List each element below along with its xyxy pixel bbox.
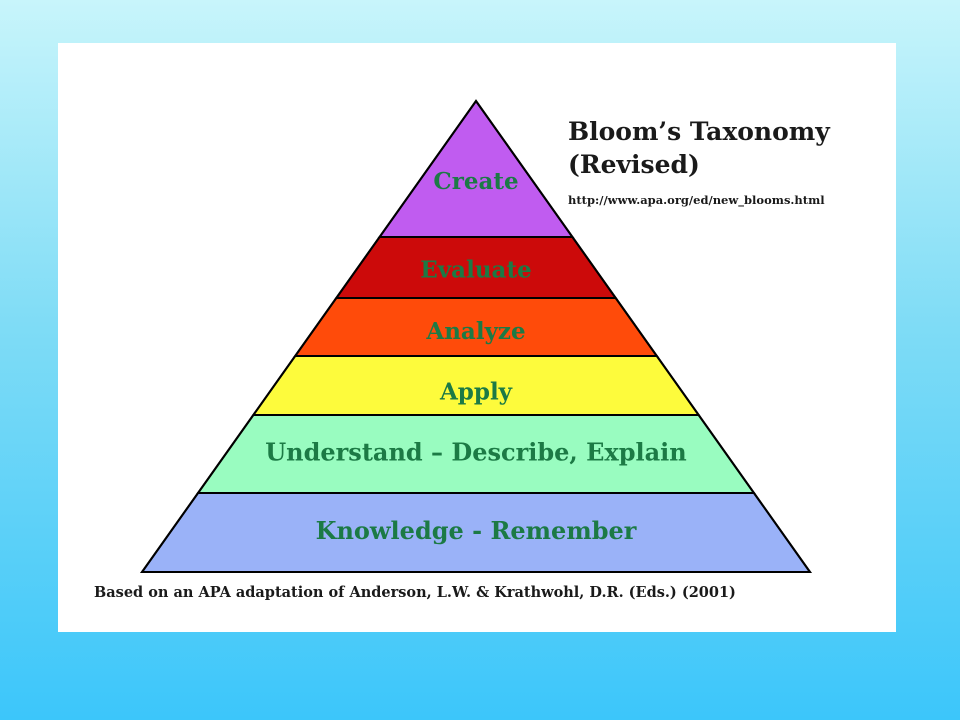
pyramid-outline (140, 99, 812, 573)
layer-label-understand: Understand – Describe, Explain (265, 438, 687, 467)
title-block: Bloom’s Taxonomy (Revised) http://www.ap… (568, 115, 888, 207)
layer-label-apply: Apply (439, 379, 513, 406)
layer-label-create: Create (433, 168, 518, 195)
layer-label-analyze: Analyze (425, 318, 525, 345)
layer-label-evaluate: Evaluate (420, 257, 531, 284)
source-url: http://www.apa.org/ed/new_blooms.html (568, 193, 825, 207)
layer-label-knowledge: Knowledge - Remember (316, 516, 637, 545)
citation: Based on an APA adaptation of Anderson, … (94, 584, 736, 601)
title-line-2: (Revised) (568, 150, 700, 179)
title-line-1: Bloom’s Taxonomy (568, 117, 830, 146)
